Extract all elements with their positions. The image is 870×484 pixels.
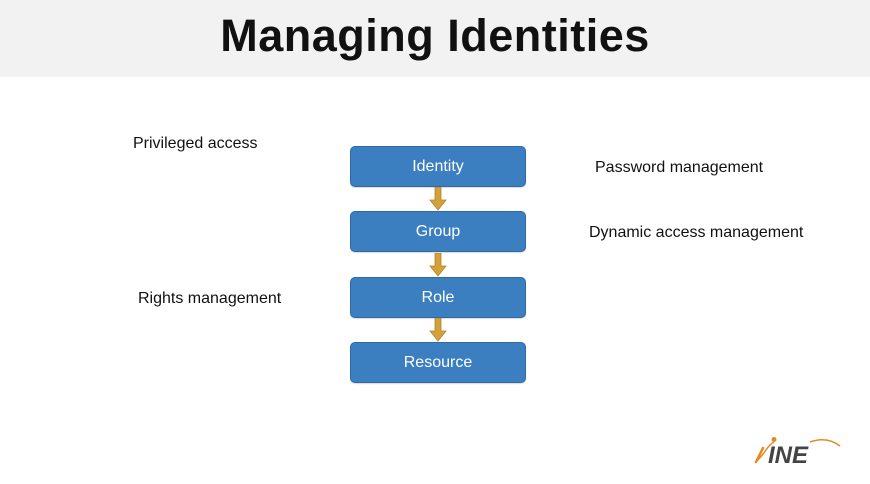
label-dynamic-access-management: Dynamic access management	[589, 224, 804, 241]
box-role: Role	[350, 277, 526, 318]
label-password-management: Password management	[595, 159, 764, 176]
label-rights-management: Rights management	[138, 290, 282, 307]
logo-mark-icon	[754, 437, 777, 464]
title-bar	[0, 0, 870, 77]
arrow-down-icon	[429, 253, 447, 277]
arrow-down-icon	[429, 318, 447, 342]
logo-text: INE	[768, 442, 809, 466]
slide-title: Managing Identities	[220, 10, 650, 61]
box-resource: Resource	[350, 342, 526, 383]
ine-logo: INE	[754, 437, 841, 466]
arrow-down-icon	[429, 187, 447, 211]
box-identity: Identity	[350, 146, 526, 187]
label-privileged-access: Privileged access	[133, 135, 258, 152]
box-group: Group	[350, 211, 526, 252]
